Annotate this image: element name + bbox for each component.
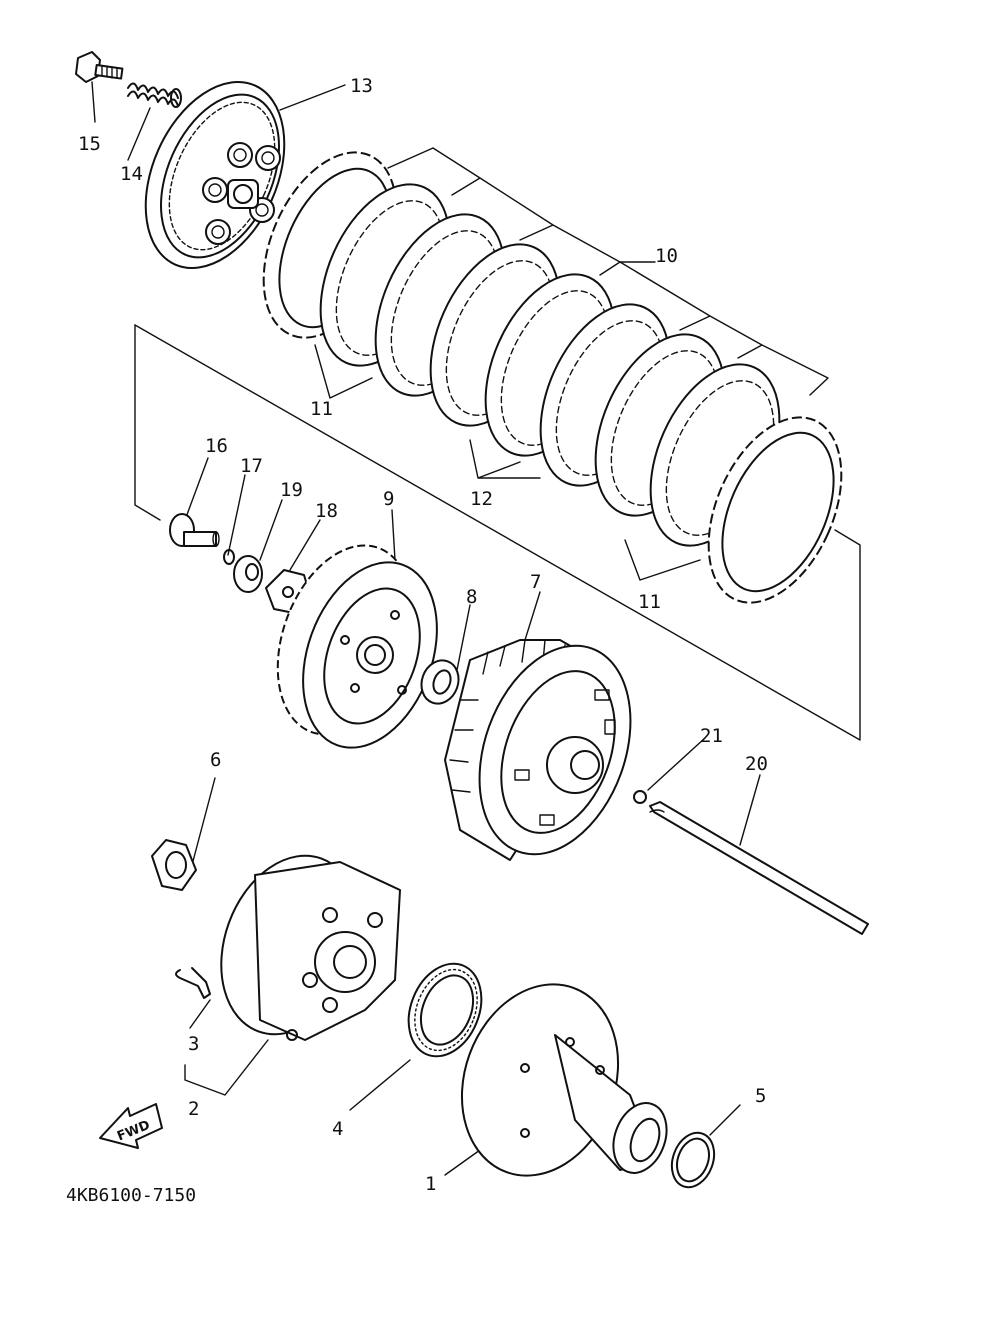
part-1-clutch-boss	[460, 983, 668, 1177]
leader-lines	[91, 81, 861, 1176]
label-18: 18	[315, 500, 338, 522]
label-1: 1	[425, 1173, 436, 1195]
part-6-nut	[151, 839, 197, 891]
label-17: 17	[240, 455, 263, 477]
part-17-circlip	[223, 549, 235, 565]
label-2: 2	[188, 1098, 199, 1120]
part-21-ball	[633, 790, 647, 804]
label-19: 19	[280, 479, 303, 501]
part-14-spring	[127, 82, 182, 108]
label-13: 13	[350, 75, 373, 97]
clutch-plate-stack	[262, 151, 843, 604]
label-11-bottom: 11	[638, 591, 661, 613]
part-16-push-rod-holder	[169, 513, 220, 547]
label-10: 10	[655, 245, 678, 267]
label-16: 16	[205, 435, 228, 457]
part-4-bearing	[407, 962, 483, 1058]
label-7: 7	[530, 571, 541, 593]
part-5-o-ring	[670, 1131, 716, 1189]
part-9-driven-gear	[276, 544, 438, 749]
part-8-claw-washer	[420, 659, 460, 705]
part-2-one-way-clutch	[220, 854, 401, 1041]
part-3-pin	[175, 967, 211, 999]
part-labels: 13 14 15 10 11 12 11 16 17 19 18 9 8 7 2…	[78, 75, 768, 1195]
label-14: 14	[120, 163, 143, 185]
label-12: 12	[470, 488, 493, 510]
label-9: 9	[383, 488, 394, 510]
label-21: 21	[700, 725, 723, 747]
label-5: 5	[755, 1085, 766, 1107]
label-11-top: 11	[310, 398, 333, 420]
part-19-bearing	[233, 555, 263, 593]
label-6: 6	[210, 749, 221, 771]
direction-arrow-icon: FWD	[99, 1103, 163, 1149]
label-3: 3	[188, 1033, 199, 1055]
part-13-pressure-plate	[144, 80, 286, 270]
label-15: 15	[78, 133, 101, 155]
part-11-friction-plate	[707, 416, 843, 604]
label-20: 20	[745, 753, 768, 775]
label-8: 8	[466, 586, 477, 608]
part-20-push-rod	[649, 801, 869, 935]
part-7-clutch-housing	[444, 639, 632, 861]
drawing-code: 4KB6100-7150	[66, 1185, 196, 1206]
label-4: 4	[332, 1118, 343, 1140]
part-15-bolt	[75, 51, 124, 83]
